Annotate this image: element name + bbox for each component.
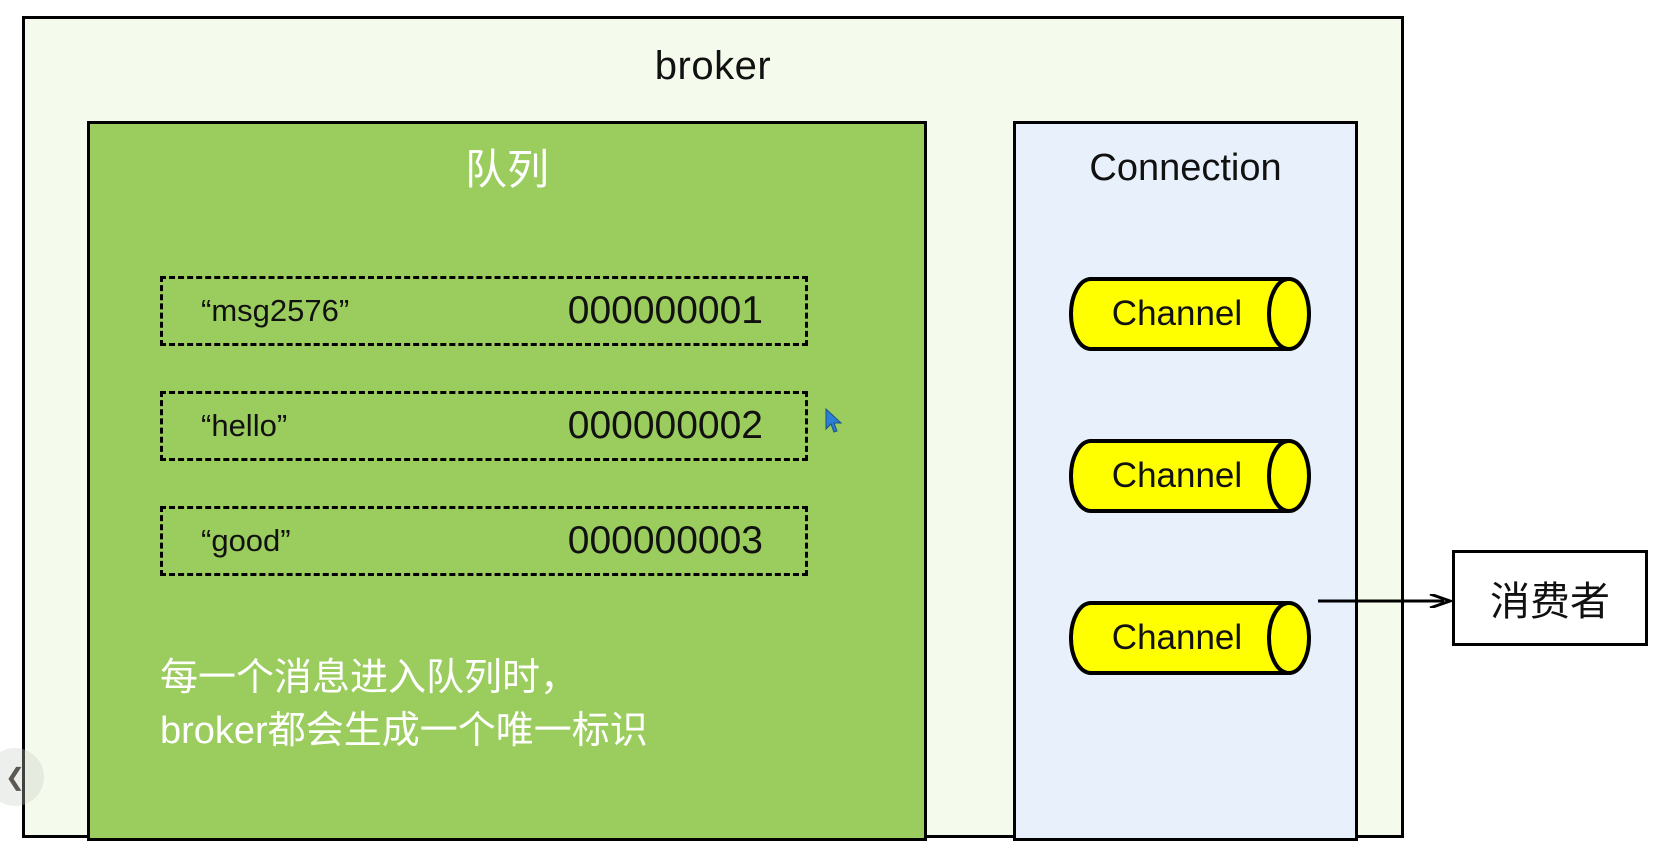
broker-container: broker 队列 “msg2576” 000000001 “hello” 00… (22, 16, 1404, 841)
message-list: “msg2576” 000000001 “hello” 000000002 “g… (160, 276, 808, 621)
cylinder-icon (1069, 439, 1311, 513)
broker-title: broker (654, 44, 772, 88)
message-id: 000000001 (567, 289, 763, 332)
message-row[interactable]: “hello” 000000002 (160, 391, 808, 461)
mouse-cursor-icon (825, 408, 843, 433)
queue-note-line-1: 每一个消息进入队列时， (160, 657, 579, 699)
arrow-icon (1318, 594, 1455, 608)
message-id: 000000002 (567, 404, 763, 447)
message-row[interactable]: “msg2576” 000000001 (160, 276, 808, 346)
cylinder-icon (1069, 601, 1311, 675)
connection-title: Connection (1089, 147, 1282, 189)
message-name: “msg2576” (201, 293, 350, 328)
message-name: “hello” (201, 408, 288, 443)
queue-container: 队列 “msg2576” 000000001 “hello” 000000002… (87, 121, 927, 841)
message-row[interactable]: “good” 000000003 (160, 506, 808, 576)
channel-shape-2[interactable]: Channel (1061, 438, 1319, 514)
queue-note-line-2: broker都会生成一个唯一标识 (160, 710, 648, 752)
consumer-label: 消费者 (1490, 580, 1610, 624)
message-name: “good” (201, 523, 291, 558)
chevron-left-icon: ❮ (4, 763, 26, 791)
channel-shape-1[interactable]: Channel (1061, 276, 1319, 352)
cylinder-icon (1069, 277, 1311, 351)
message-id: 000000003 (567, 519, 763, 562)
channel-shape-3[interactable]: Channel (1061, 600, 1319, 676)
consumer-box: 消费者 (1452, 550, 1648, 646)
queue-title: 队列 (464, 146, 549, 193)
connection-container: Connection Channel Channel (1013, 121, 1358, 841)
queue-note: 每一个消息进入队列时， broker都会生成一个唯一标识 (160, 652, 880, 758)
